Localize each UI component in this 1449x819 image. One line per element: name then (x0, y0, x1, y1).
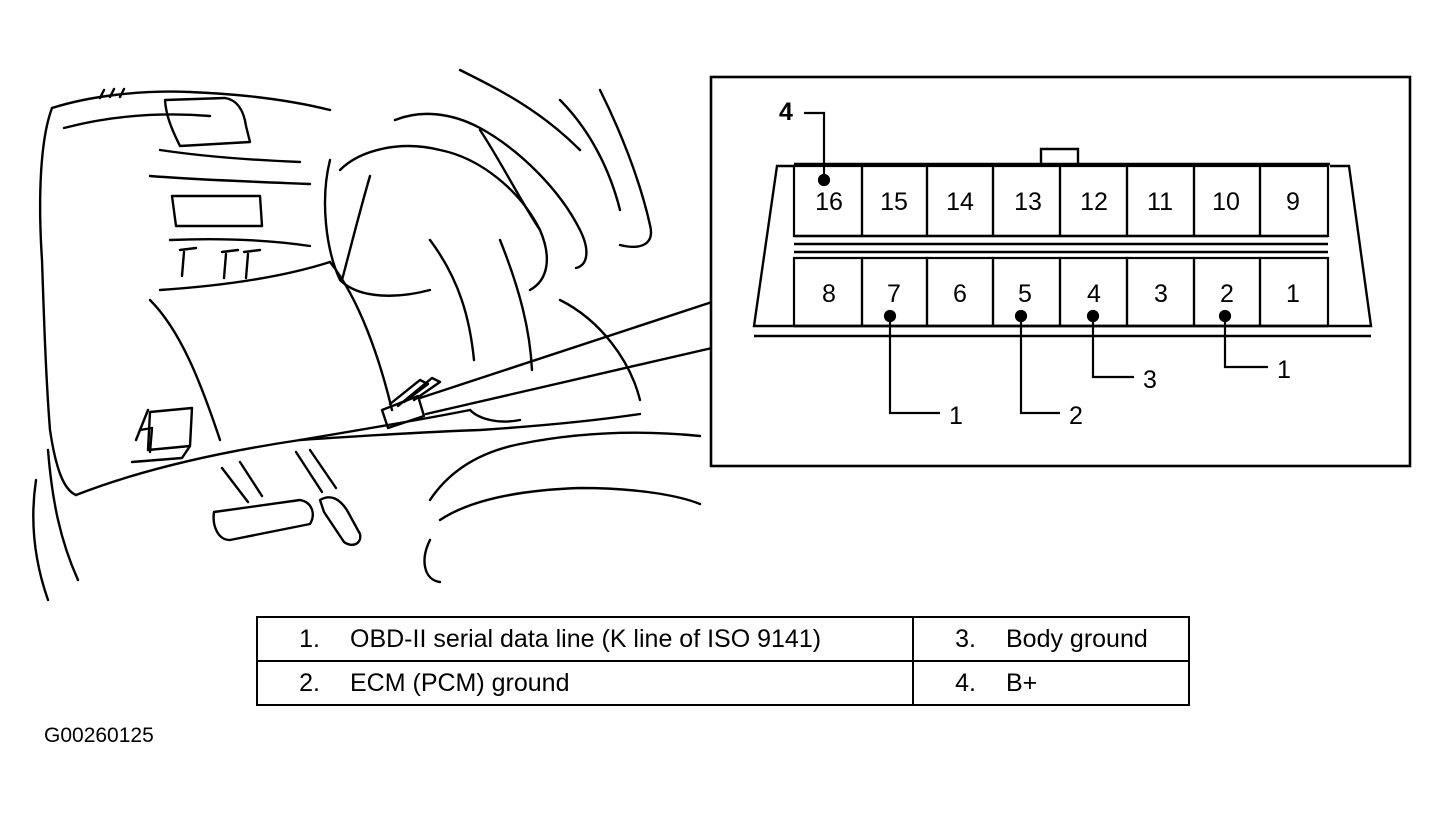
pin-label-9: 9 (1286, 188, 1300, 216)
pin-label-11: 11 (1147, 188, 1173, 216)
pin-label-1: 1 (1286, 280, 1300, 308)
pin-cell-1 (1258, 256, 1330, 328)
callout-pin16: 4 (779, 98, 793, 126)
pin-label-13: 13 (1014, 188, 1042, 216)
legend-text: ECM (PCM) ground (350, 668, 570, 697)
pin-callouts (804, 111, 1268, 415)
pin-label-4: 4 (1087, 280, 1101, 308)
legend-cell: 2. ECM (PCM) ground (256, 660, 914, 706)
top-row-cells (792, 164, 1330, 238)
pin-label-7: 7 (887, 280, 901, 308)
legend-cell: 1. OBD-II serial data line (K line of ISO… (256, 616, 914, 662)
inset-leader-lines (418, 300, 714, 416)
legend-text: B+ (1006, 668, 1038, 697)
legend-number: 3. (955, 624, 976, 653)
pin-cell-9 (1258, 164, 1330, 238)
callout-pin4: 3 (1143, 366, 1157, 394)
pin-label-6: 6 (953, 280, 967, 308)
legend-number: 2. (299, 668, 320, 697)
dlc-location-on-dash (380, 376, 442, 430)
legend-cell: 3. Body ground (912, 616, 1190, 662)
legend-table: 1. OBD-II serial data line (K line of ISO… (256, 616, 1190, 706)
dashboard-illustration (32, 68, 702, 602)
legend-number: 4. (955, 668, 976, 697)
pin-label-2: 2 (1220, 280, 1234, 308)
pin-label-5: 5 (1018, 280, 1032, 308)
legend-row: 1. OBD-II serial data line (K line of ISO… (256, 616, 1190, 662)
callout-pin5: 2 (1069, 402, 1083, 430)
pin-label-3: 3 (1154, 280, 1168, 308)
callout-labels: 4 1 2 3 1 (779, 98, 1291, 430)
callout-pin2: 1 (1277, 356, 1291, 384)
legend-row: 2. ECM (PCM) ground 4. B+ (256, 660, 1190, 706)
pin-label-8: 8 (822, 280, 836, 308)
top-row-pin-labels: 16 15 14 13 12 11 10 9 (815, 188, 1300, 216)
bottom-row-pin-labels: 8 7 6 5 4 3 2 1 (822, 280, 1300, 308)
pin-label-10: 10 (1212, 188, 1240, 216)
legend-text: Body ground (1006, 624, 1148, 653)
pin-label-12: 12 (1080, 188, 1108, 216)
legend-cell: 4. B+ (912, 660, 1190, 706)
legend-text: OBD-II serial data line (K line of ISO 9… (350, 624, 822, 653)
pin-label-16: 16 (815, 188, 843, 216)
callout-pin7: 1 (949, 402, 963, 430)
legend-number: 1. (299, 624, 320, 653)
figure-id-label: G00260125 (44, 724, 154, 747)
pin-label-15: 15 (880, 188, 908, 216)
pin-label-14: 14 (946, 188, 974, 216)
